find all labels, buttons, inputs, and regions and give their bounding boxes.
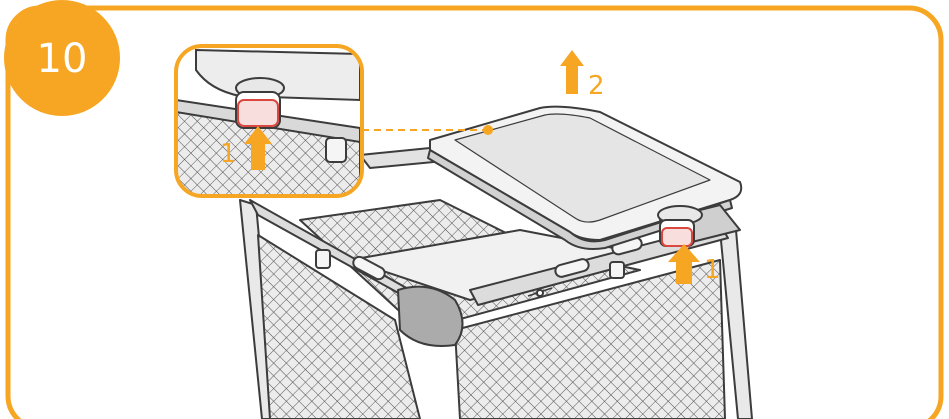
step-badge: 10 bbox=[4, 0, 120, 116]
rail-pocket-icon bbox=[609, 261, 625, 279]
corner-cap bbox=[397, 285, 464, 347]
step-number: 10 bbox=[37, 36, 88, 82]
playard bbox=[239, 105, 753, 419]
lift-arrow-right: 1 bbox=[668, 244, 721, 285]
changing-tray-inner bbox=[454, 113, 711, 223]
inset-lift-label: 1 bbox=[220, 139, 237, 169]
left-mesh-panel bbox=[257, 234, 421, 419]
front-mesh-panel bbox=[454, 259, 726, 419]
tray-arrow: 2 bbox=[560, 50, 605, 101]
lock-button-icon bbox=[237, 99, 279, 127]
zoom-inset: 1 bbox=[174, 44, 364, 198]
tray-label: 2 bbox=[588, 71, 605, 101]
rail-clip bbox=[352, 255, 386, 281]
changing-tray-edge bbox=[427, 149, 733, 250]
up-arrow-icon bbox=[244, 126, 272, 170]
lock-button-icon bbox=[661, 227, 693, 247]
inset-border bbox=[174, 44, 364, 198]
up-arrow-icon bbox=[560, 50, 584, 94]
rail-pocket-icon bbox=[315, 249, 331, 269]
lift-label-right: 1 bbox=[704, 255, 721, 285]
rail-clip bbox=[554, 258, 590, 278]
up-arrow-icon bbox=[668, 244, 700, 284]
